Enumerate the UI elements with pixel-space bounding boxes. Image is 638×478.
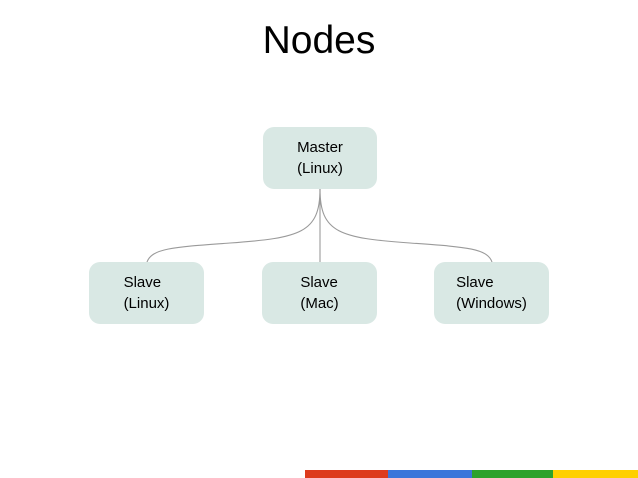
brand-bar-segment-green — [471, 470, 554, 478]
brand-bar-segment-yellow — [553, 470, 638, 478]
brand-bar-segment-red — [305, 470, 389, 478]
page-title: Nodes — [262, 19, 376, 62]
node-slave-linux-line1: Slave — [123, 274, 162, 291]
brand-bar-segment-blue — [388, 470, 472, 478]
node-master-line2: (Linux) — [297, 160, 343, 177]
node-slave-mac-label: Slave (Mac) — [300, 272, 338, 314]
node-slave-linux-label: Slave (Linux) — [124, 272, 170, 314]
node-master-label: Master (Linux) — [297, 137, 343, 179]
node-slave-windows-label: Slave (Windows) — [456, 272, 527, 314]
brand-color-bar — [305, 470, 638, 478]
connector-master-to-slave-linux — [146, 188, 321, 263]
node-master-line1: Master — [297, 139, 343, 156]
node-slave-mac-line2: (Mac) — [300, 295, 339, 312]
node-slave-windows-line1: Slave — [456, 274, 494, 291]
node-slave-linux[interactable]: Slave (Linux) — [89, 262, 204, 324]
connector-master-to-slave-windows — [319, 188, 493, 263]
node-slave-windows[interactable]: Slave (Windows) — [434, 262, 549, 324]
node-slave-windows-line2: (Windows) — [456, 295, 527, 312]
node-slave-mac[interactable]: Slave (Mac) — [262, 262, 377, 324]
node-master[interactable]: Master (Linux) — [263, 127, 377, 189]
node-slave-mac-line1: Slave — [300, 274, 338, 291]
node-slave-linux-line2: (Linux) — [123, 295, 170, 312]
